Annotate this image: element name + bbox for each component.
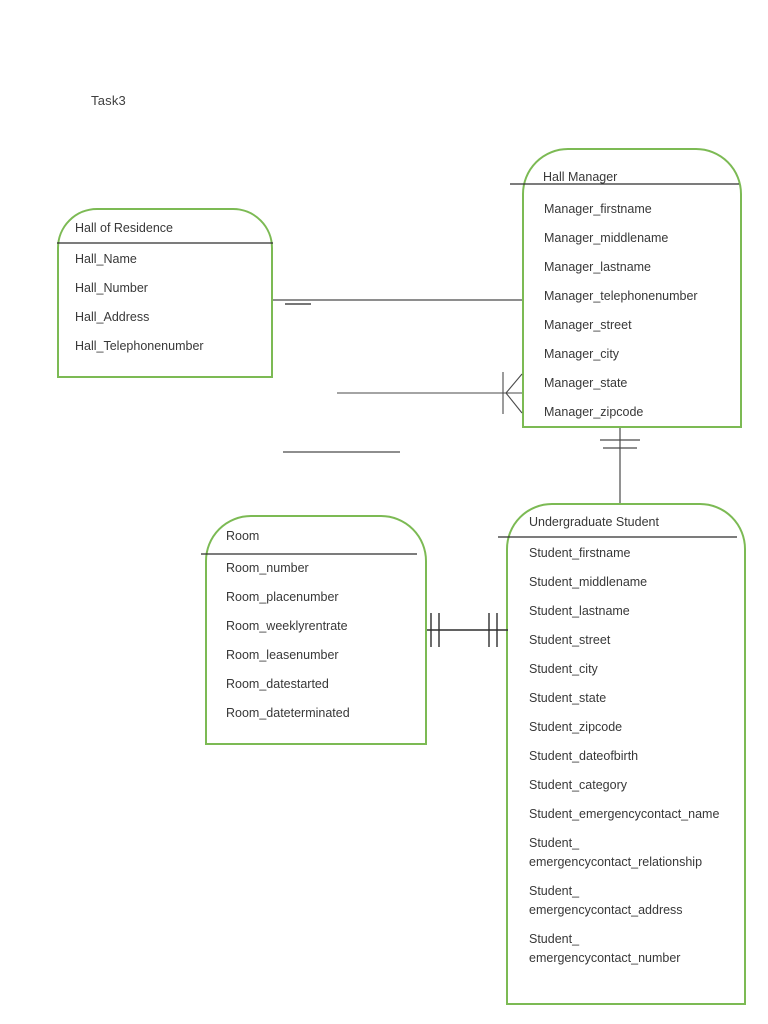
entity-attribute: Student_city (529, 662, 598, 676)
entity-attribute: Room_leasenumber (226, 648, 339, 662)
entity-attribute: Student_lastname (529, 604, 630, 618)
entity-attribute: Room_number (226, 561, 309, 575)
entity-attribute: Manager_middlename (544, 231, 669, 245)
entity-attribute: Manager_street (544, 318, 632, 332)
entity-attribute: Manager_city (544, 347, 620, 361)
entity-title-undergraduate-student: Undergraduate Student (529, 515, 659, 529)
crowfoot-upper-prong (505, 373, 523, 394)
entity-title-hall-manager: Hall Manager (543, 170, 618, 184)
entity-attribute: Hall_Address (75, 310, 150, 324)
entity-attribute: Student_firstname (529, 546, 631, 560)
entity-attribute: Manager_state (544, 376, 628, 390)
entity-attribute: Room_weeklyrentrate (226, 619, 348, 633)
entity-attribute: Student_ emergencycontact_number (529, 932, 681, 965)
entity-attribute: Student_category (529, 778, 627, 792)
entity-attribute: Student_street (529, 633, 611, 647)
entity-attribute: Student_ emergencycontact_address (529, 884, 683, 917)
entity-attribute: Student_ emergencycontact_relationship (529, 836, 703, 869)
entity-attribute: Student_zipcode (529, 720, 623, 734)
crowfoot-lower-prong (505, 392, 523, 414)
entity-attribute: Manager_firstname (544, 202, 652, 216)
entity-title-room: Room (226, 529, 260, 543)
entity-attribute: Hall_Name (75, 252, 137, 266)
entity-attribute: Manager_zipcode (544, 405, 644, 419)
entity-attribute: Student_middlename (529, 575, 648, 589)
entity-attribute: Student_emergencycontact_name (529, 807, 720, 821)
task-label: Task3 (91, 93, 126, 108)
entity-attribute: Manager_telephonenumber (544, 289, 698, 303)
entity-attribute: Hall_Number (75, 281, 148, 295)
entity-attribute: Manager_lastname (544, 260, 652, 274)
entity-title-hall-of-residence: Hall of Residence (75, 221, 173, 235)
entity-attribute: Room_datestarted (226, 677, 329, 691)
entity-attribute: Student_dateofbirth (529, 749, 639, 763)
entity-attribute: Room_placenumber (226, 590, 339, 604)
entity-attribute: Student_state (529, 691, 607, 705)
entity-attribute: Hall_Telephonenumber (75, 339, 204, 353)
entity-attribute: Room_dateterminated (226, 706, 350, 720)
